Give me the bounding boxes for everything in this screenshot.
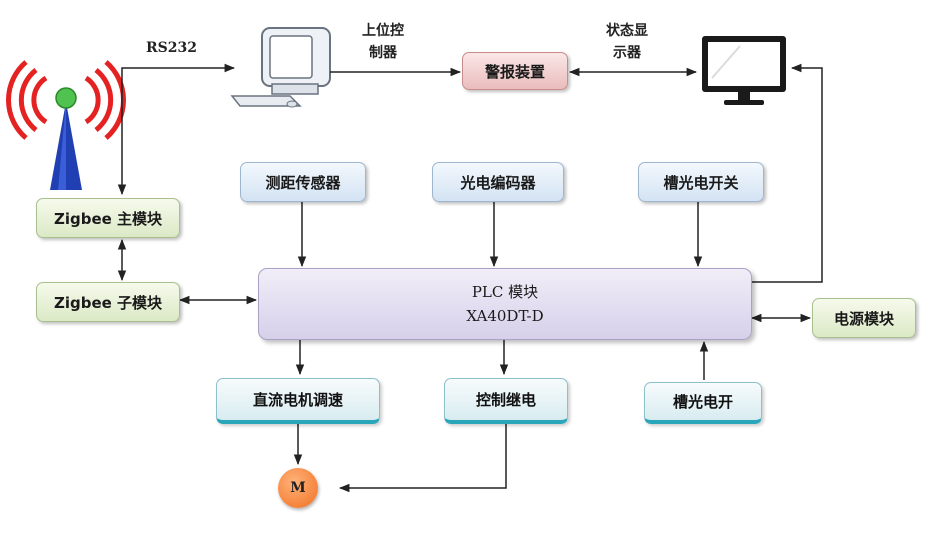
zigbee-master-module: Zigbee 主模块 (36, 198, 180, 238)
status-display-label: 状态显 示器 (606, 20, 648, 64)
host-controller-label-line2: 制器 (369, 45, 397, 61)
plc-module-model: XA40DT-D (466, 307, 544, 325)
alarm-device: 警报装置 (462, 52, 568, 90)
antenna-tower-icon (6, 60, 126, 190)
connectors (117, 63, 823, 493)
rs232-label: RS232 (146, 40, 197, 56)
monitor-icon (702, 36, 786, 105)
slot-photoelectric-switch-top: 槽光电开关 (638, 162, 764, 202)
dc-motor-speed-control: 直流电机调速 (216, 378, 380, 424)
status-display-label-line2: 示器 (613, 45, 641, 61)
status-display-label-line1: 状态显 (606, 23, 648, 39)
desktop-computer-icon (230, 27, 331, 108)
power-module: 电源模块 (812, 298, 916, 338)
plc-module-title: PLC 模块 (471, 283, 539, 301)
photoelectric-encoder: 光电编码器 (432, 162, 564, 202)
motor-icon: M (278, 468, 318, 508)
plc-module: PLC 模块 XA40DT-D (258, 268, 752, 340)
ranging-sensor: 测距传感器 (240, 162, 366, 202)
slot-photoelectric-switch-bottom: 槽光电开 (644, 382, 762, 424)
zigbee-slave-module: Zigbee 子模块 (36, 282, 180, 322)
host-controller-label: 上位控 制器 (362, 20, 404, 64)
control-relay: 控制继电 (444, 378, 568, 424)
host-controller-label-line1: 上位控 (362, 23, 404, 39)
